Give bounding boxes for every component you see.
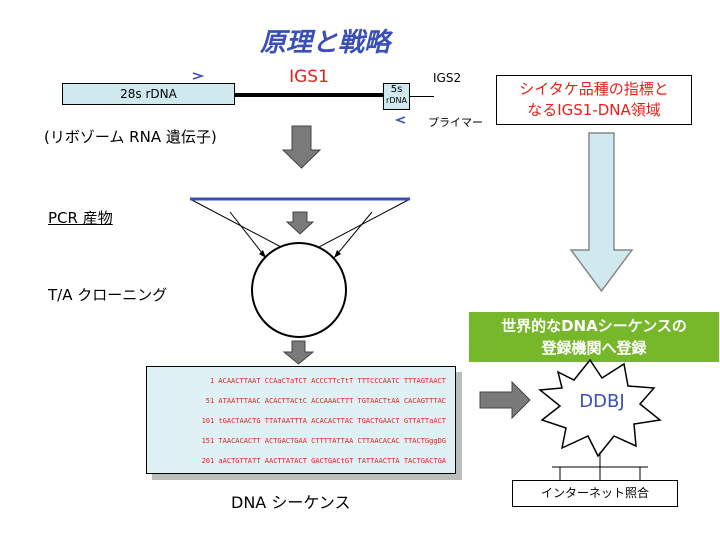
ddbj-label: DDBJ — [579, 391, 625, 412]
dna-sequence-label: DNA シーケンス — [231, 493, 351, 512]
igs1-line — [235, 93, 383, 97]
igs1-region-line2: なるIGS1-DNA領域 — [527, 101, 661, 119]
pcr-product-label: PCR 産物 — [48, 209, 113, 227]
registration-box: 世界的なDNAシーケンスの 登録機関へ登録 — [469, 312, 719, 362]
right-arrow-icon — [479, 380, 531, 420]
sequence-row: 51 ATAATTTAAC ACACTTACtC ACCAAACTTT TGTA… — [205, 397, 446, 405]
sequence-row: 101 tGACTAACTG TTATAATTTA ACACACTTAC TGA… — [201, 417, 446, 425]
plasmid-circle — [251, 242, 347, 338]
down-arrow-icon — [282, 340, 315, 365]
registration-line1: 世界的なDNAシーケンスの — [501, 317, 687, 335]
primer-reverse-icon — [394, 116, 406, 124]
registration-line2: 登録機関へ登録 — [541, 339, 647, 357]
down-arrow-icon — [285, 211, 315, 235]
large-down-arrow-icon — [569, 132, 634, 293]
primer-label: プライマー — [428, 116, 483, 129]
sequence-row: 151 TAACACACTT ACTGACTGAA CTTTTATTAA CTT… — [201, 437, 446, 445]
rdna-5s-box: 5s rDNA — [383, 83, 410, 110]
rdna-5s-label: 5s — [390, 84, 403, 95]
ribosome-gene-label: (リボゾーム RNA 遺伝子) — [44, 128, 217, 146]
arrowhead-icon — [259, 250, 266, 258]
insert-arrow-left — [229, 211, 267, 259]
rdna-5s-sublabel: rDNA — [386, 96, 407, 105]
ddbj-burst-icon — [538, 358, 662, 458]
down-arrow-icon — [281, 125, 322, 169]
rdna-28s-box: 28s rDNA — [62, 83, 235, 105]
primer-forward-icon — [192, 72, 205, 80]
igs1-region-line1: シイタケ品種の指標と — [519, 80, 669, 98]
ta-cloning-label: T/A クローニング — [48, 286, 168, 304]
sequence-panel — [146, 366, 456, 474]
sequence-row: 201 aACTGTTATT AACTTATACT GACTGACtGT TAT… — [201, 457, 446, 465]
sequence-lines: 1 ACAACTTAAT CCAaCTaTCT ACCCTTcTtT TTTCC… — [152, 371, 452, 471]
igs2-line — [410, 96, 434, 97]
arrowhead-icon — [334, 250, 341, 258]
insert-arrow-right — [333, 211, 373, 259]
igs1-label: IGS1 — [289, 67, 329, 87]
sequence-row: 1 ACAACTTAAT CCAaCTaTCT ACCCTTcTtT TTTCC… — [209, 377, 446, 385]
page-title: 原理と戦略 — [259, 28, 390, 58]
igs2-label: IGS2 — [433, 71, 462, 85]
internet-lookup-box: インターネット照合 — [512, 480, 678, 507]
igs1-region-box: シイタケ品種の指標と なるIGS1-DNA領域 — [496, 75, 692, 125]
